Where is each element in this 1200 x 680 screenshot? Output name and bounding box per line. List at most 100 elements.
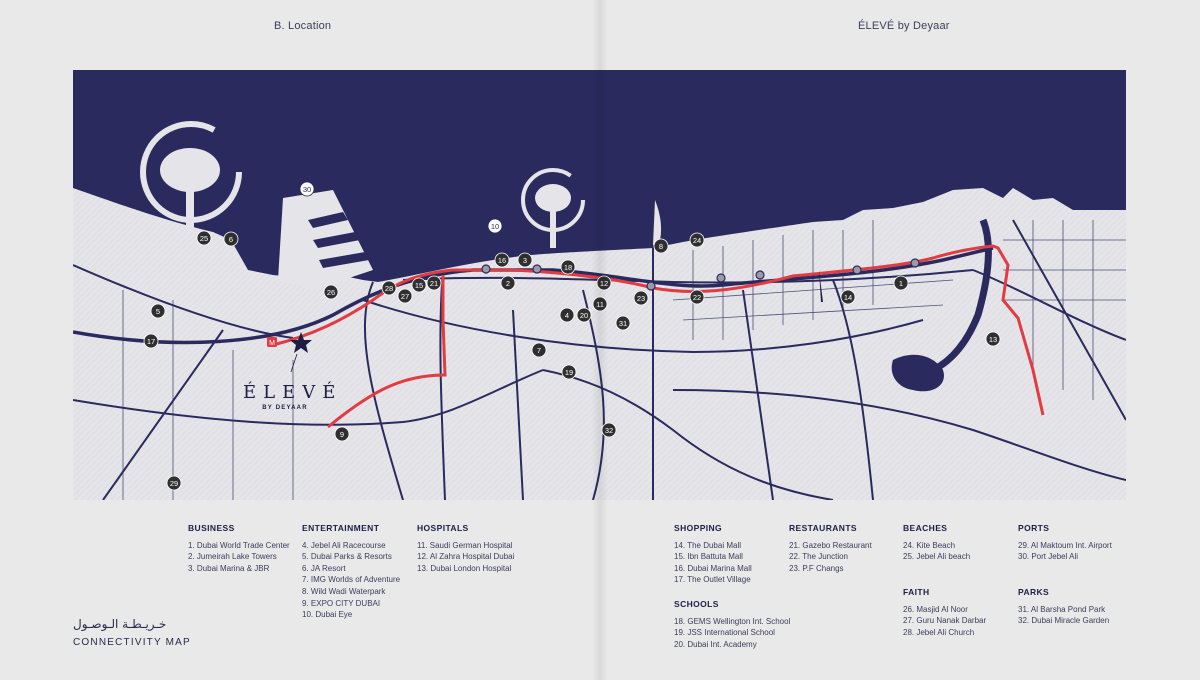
poi-number: 1 xyxy=(899,279,903,288)
poi-number: 29 xyxy=(170,479,178,488)
poi-marker-24[interactable]: 24 xyxy=(689,232,705,248)
poi-circle xyxy=(633,290,649,306)
metro-marker: M xyxy=(267,337,277,347)
poi-number: 30 xyxy=(303,185,311,194)
ras-al-khor-lagoon xyxy=(891,354,944,392)
poi-marker-19[interactable]: 19 xyxy=(561,364,577,380)
poi-marker-16[interactable]: 16 xyxy=(494,252,510,268)
poi-number: 20 xyxy=(580,311,588,320)
poi-circle xyxy=(299,181,315,197)
poi-number: 13 xyxy=(989,335,997,344)
dubai-creek xyxy=(931,218,992,374)
poi-number: 31 xyxy=(619,319,627,328)
poi-marker-15[interactable]: 15 xyxy=(411,277,427,293)
poi-marker-5[interactable]: 5 xyxy=(150,303,166,319)
poi-marker-14[interactable]: 14 xyxy=(840,289,856,305)
poi-marker-11[interactable]: 11 xyxy=(592,296,608,312)
poi-marker-31[interactable]: 31 xyxy=(615,315,631,331)
poi-circle xyxy=(561,364,577,380)
map-title-arabic: خـريـطـة الـوصـول xyxy=(73,617,167,631)
poi-marker-30[interactable]: 30 xyxy=(299,181,315,197)
poi-marker-9[interactable]: 9 xyxy=(334,426,350,442)
burj-al-arab-icon xyxy=(653,200,662,245)
poi-circle xyxy=(985,331,1001,347)
poi-circle xyxy=(689,289,705,305)
poi-marker-13[interactable]: 13 xyxy=(985,331,1001,347)
section-heading: B. Location xyxy=(274,20,332,32)
metro-red-line xyxy=(272,244,1045,416)
poi-marker-23[interactable]: 23 xyxy=(633,290,649,306)
poi-marker-10[interactable]: 10 xyxy=(487,218,503,234)
poi-number: 16 xyxy=(498,256,506,265)
poi-number: 32 xyxy=(605,426,613,435)
poi-marker-18[interactable]: 18 xyxy=(560,259,576,275)
poi-number: 25 xyxy=(200,234,208,243)
poi-marker-17[interactable]: 17 xyxy=(143,333,159,349)
legend-ports: PORTS 29. Al Maktoum Int. Airport 30. Po… xyxy=(1018,523,1112,562)
logo-sub: BY DEYAAR xyxy=(262,405,308,411)
poi-marker-12[interactable]: 12 xyxy=(596,275,612,291)
poi-marker-1[interactable]: 1 xyxy=(893,275,909,291)
poi-circle xyxy=(397,288,413,304)
poi-number: 7 xyxy=(537,346,541,355)
legend-business: BUSINESS 1. Dubai World Trade Center 2. … xyxy=(188,523,290,573)
poi-circle xyxy=(893,275,909,291)
poi-number: 27 xyxy=(401,292,409,301)
poi-marker-3[interactable]: 3 xyxy=(517,252,533,268)
poi-marker-29[interactable]: 29 xyxy=(166,475,182,491)
poi-number: 18 xyxy=(564,263,572,272)
poi-marker-20[interactable]: 20 xyxy=(576,307,592,323)
poi-number: 26 xyxy=(327,288,335,297)
poi-circle xyxy=(531,342,547,358)
poi-circle xyxy=(381,280,397,296)
poi-circle xyxy=(411,277,427,293)
poi-circle xyxy=(426,275,442,291)
poi-marker-22[interactable]: 22 xyxy=(689,289,705,305)
legend-faith: FAITH 26. Masjid Al Noor 27. Guru Nanak … xyxy=(903,587,987,637)
metro-route-2020 xyxy=(327,319,447,429)
poi-number: 4 xyxy=(565,311,569,320)
poi-marker-27[interactable]: 27 xyxy=(397,288,413,304)
poi-number: 12 xyxy=(600,279,608,288)
poi-circle xyxy=(500,275,516,291)
poi-number: 11 xyxy=(596,300,604,309)
poi-number: 15 xyxy=(415,281,423,290)
legend-beaches: BEACHES 24. Kite Beach 25. Jebel Ali bea… xyxy=(903,523,971,562)
poi-marker-25[interactable]: 25 xyxy=(196,230,212,246)
poi-circle xyxy=(559,307,575,323)
poi-number: 8 xyxy=(659,242,663,251)
poi-circle xyxy=(653,238,669,254)
legend-entertainment: ENTERTAINMENT 4. Jebel Ali Racecourse 5.… xyxy=(302,523,401,620)
legend-restaurants: RESTAURANTS 21. Gazebo Restaurant 22. Th… xyxy=(789,523,872,573)
poi-marker-4[interactable]: 4 xyxy=(559,307,575,323)
map-title: CONNECTIVITY MAP xyxy=(73,637,191,648)
poi-marker-32[interactable]: 32 xyxy=(601,422,617,438)
poi-number: 22 xyxy=(693,293,701,302)
poi-marker-21[interactable]: 21 xyxy=(426,275,442,291)
poi-marker-8[interactable]: 8 xyxy=(653,238,669,254)
poi-marker-7[interactable]: 7 xyxy=(531,342,547,358)
legend-shopping: SHOPPING 14. The Dubai Mall 15. Ibn Batt… xyxy=(674,523,752,585)
poi-number: 17 xyxy=(147,337,155,346)
poi-markers[interactable]: 1234567891011121314151617181920212223242… xyxy=(143,181,1001,491)
poi-circle xyxy=(576,307,592,323)
poi-number: 5 xyxy=(156,307,160,316)
poi-circle xyxy=(517,252,533,268)
logo-word: ÉLEVÉ xyxy=(243,382,343,403)
burj-khalifa-icon xyxy=(819,270,823,302)
project-location-star xyxy=(290,332,312,373)
poi-marker-6[interactable]: 6 xyxy=(223,231,239,247)
poi-circle xyxy=(143,333,159,349)
poi-circle xyxy=(592,296,608,312)
poi-number: 9 xyxy=(340,430,344,439)
poi-marker-2[interactable]: 2 xyxy=(500,275,516,291)
poi-marker-28[interactable]: 28 xyxy=(381,280,397,296)
legend-schools: SCHOOLS 18. GEMS Wellington Int. School … xyxy=(674,599,791,649)
poi-circle xyxy=(840,289,856,305)
poi-marker-26[interactable]: 26 xyxy=(323,284,339,300)
port-jebel-ali xyxy=(278,190,373,290)
poi-circle xyxy=(150,303,166,319)
legend-hospitals: HOSPITALS 11. Saudi German Hospital 12. … xyxy=(417,523,515,573)
legend-parks: PARKS 31. Al Barsha Pond Park 32. Dubai … xyxy=(1018,587,1110,626)
